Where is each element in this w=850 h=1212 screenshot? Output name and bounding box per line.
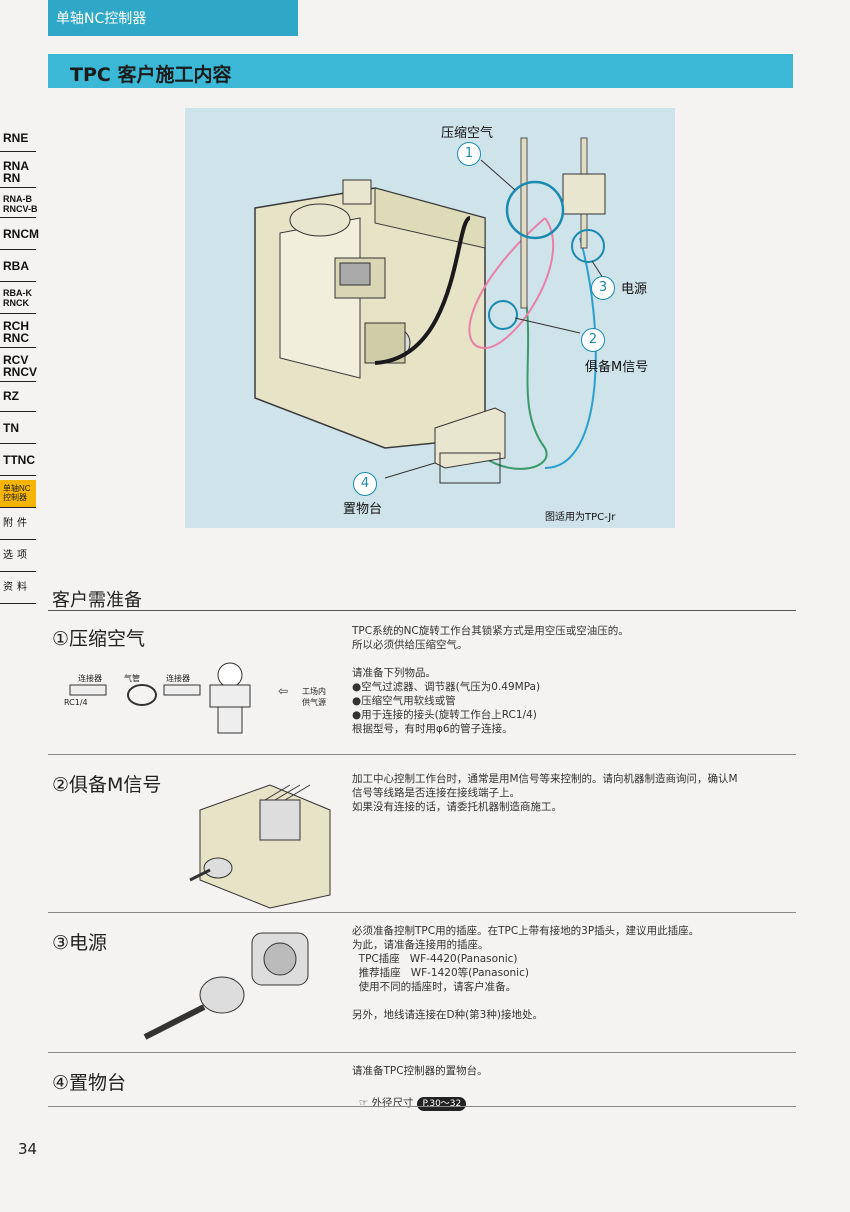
side-nav-item-rna-b[interactable]: RNA-B RNCV-B (0, 194, 38, 218)
lbl-connector-2: 连接器 (166, 674, 190, 683)
plug-socket-illustration (143, 932, 309, 1040)
label-stand: 置物台 (343, 502, 383, 517)
section-stand-body: 请准备TPC控制器的置物台。 (352, 1065, 488, 1077)
label-m-signal: 俱备M信号 (585, 360, 649, 375)
lbl-supply: 工场内 供气源 (302, 687, 326, 707)
side-nav-item-rna[interactable]: RNA RN (0, 160, 36, 188)
side-nav-item-rz[interactable]: RZ (0, 390, 36, 412)
ref-arrow-icon: ☞ (358, 1097, 372, 1109)
side-nav-item-ttnc[interactable]: TTNC (0, 454, 36, 476)
callout-3: 3 (591, 276, 615, 300)
side-nav-item-accessories[interactable]: 附件 (0, 518, 36, 540)
ref-text: 外径尺寸 (371, 1097, 414, 1109)
side-nav-item-data[interactable]: 资料 (0, 582, 36, 604)
side-nav-label: RNA RN (3, 159, 29, 185)
divider-4 (48, 1106, 796, 1107)
side-nav-item-rba-k[interactable]: RBA-K RNCK (0, 288, 36, 314)
side-nav-item-rcv[interactable]: RCV RNCV (0, 353, 38, 382)
side-nav-label: TN (3, 421, 19, 435)
label-power: 电源 (621, 282, 648, 297)
page-number: 34 (18, 1140, 38, 1158)
divider-2 (48, 912, 796, 913)
label-compressed-air: 压缩空气 (441, 126, 494, 141)
page-title: TPC 客户施工内容 (70, 64, 232, 86)
section-signal-body: 加工中心控制工作台时，通常是用M信号等来控制的。请向机器制造商询问，确认M 信号… (352, 773, 738, 813)
side-nav-item-rba[interactable]: RBA (0, 260, 36, 282)
side-nav-label: RBA (3, 259, 29, 273)
header-tab: 单轴NC控制器 (48, 0, 298, 36)
section-power-body: 必须准备控制TPC用的插座。在TPC上带有接地的3P插头，建议用此插座。 为此，… (352, 925, 700, 1021)
side-nav-label: RCH RNC (3, 319, 29, 345)
air-parts-illustration: ⇦ (69, 662, 288, 734)
side-nav-label: RBA-K RNCK (3, 288, 32, 308)
section-air-body1: TPC系统的NC旋转工作台其锁紧方式是用空压或空油压的。 所以必须供给压缩空气。 (352, 625, 629, 651)
section-power-title: ③电源 (52, 932, 108, 954)
side-nav-label: 单轴NC 控制器 (3, 484, 31, 502)
side-nav-item-rne[interactable]: RNE (0, 132, 36, 152)
callout-4: 4 (353, 472, 377, 496)
prep-heading-rule (48, 610, 796, 611)
side-nav-item-options[interactable]: 选项 (0, 550, 36, 572)
machine-installation-figure: 压缩空气 1 3 电源 2 俱备M信号 4 置物台 图适用为TPC-Jr (185, 108, 675, 528)
side-nav-label: RZ (3, 389, 19, 403)
figure-caption: 图适用为TPC-Jr (545, 512, 616, 523)
lbl-hose: 气管 (124, 674, 140, 683)
lbl-rc14: RC1/4 (64, 698, 88, 707)
header-tab-label: 单轴NC控制器 (56, 11, 147, 27)
terminal-block-illustration (189, 784, 331, 909)
ref-page-badge[interactable]: P.30～32 (417, 1097, 467, 1111)
prep-heading: 客户需准备 (52, 590, 142, 611)
side-nav-label: 资料 (3, 582, 31, 593)
svg-text:⇦: ⇦ (278, 684, 288, 698)
section-stand-title: ④置物台 (52, 1072, 127, 1094)
side-nav-item-rncm[interactable]: RNCM (0, 227, 39, 250)
machine-illustration (254, 137, 606, 484)
lbl-connector-1: 连接器 (78, 674, 102, 683)
side-nav-label: RNA-B RNCV-B (3, 194, 38, 214)
side-nav-label: TTNC (3, 453, 35, 467)
section-signal-title: ②俱备M信号 (52, 774, 162, 796)
side-nav-label: RCV RNCV (3, 353, 38, 379)
side-nav-item-nc-controller[interactable]: 单轴NC 控制器 (0, 480, 36, 508)
side-nav-item-rch[interactable]: RCH RNC (0, 320, 36, 348)
divider-1 (48, 754, 796, 755)
callout-2: 2 (581, 328, 605, 352)
side-nav-label: 附件 (3, 518, 31, 529)
side-nav-label: RNCM (3, 227, 39, 241)
side-nav-label: 选项 (3, 550, 31, 561)
title-bar: TPC 客户施工内容 (48, 54, 793, 88)
section-air-body2: 请准备下列物品。 ●空气过滤器、调节器(气压为0.49MPa) ●压缩空气用软线… (352, 667, 541, 735)
section-air-title: ①压缩空气 (52, 628, 146, 650)
divider-3 (48, 1052, 796, 1053)
side-nav-label: RNE (3, 131, 29, 145)
callout-1: 1 (457, 142, 481, 166)
side-nav-item-tn[interactable]: TN (0, 422, 36, 444)
